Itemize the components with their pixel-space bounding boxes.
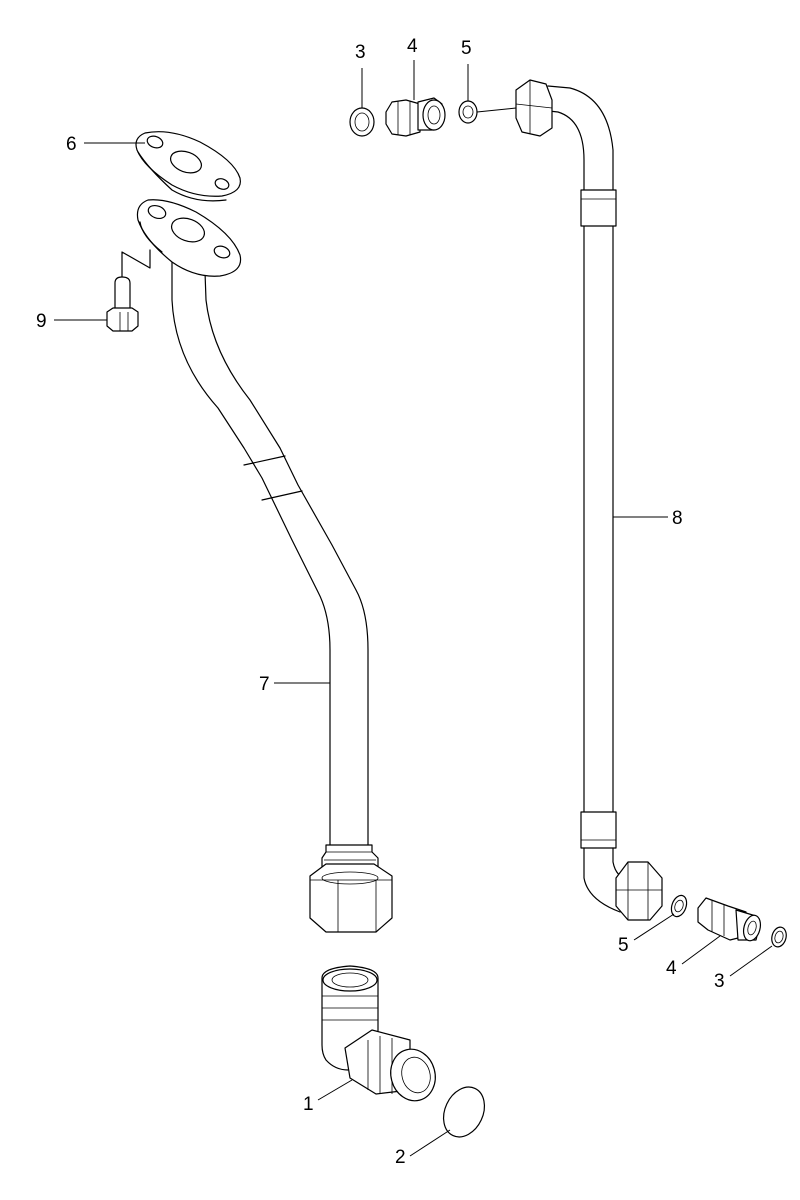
adapter-part-4-top: [385, 97, 446, 137]
callout-8: 8: [672, 508, 683, 529]
callout-3-bottom: 3: [714, 971, 725, 992]
pipe-part-8: [515, 79, 663, 921]
callout-7: 7: [259, 674, 270, 695]
callout-1: 1: [303, 1094, 314, 1115]
pipe-part-7: [136, 199, 393, 933]
callout-labels: 3 4 5 6 9 7 8 1 2 5 4 3: [36, 36, 725, 1168]
washer-part-3-bottom: [771, 926, 787, 948]
gasket-part-6: [135, 131, 241, 202]
callout-6: 6: [66, 134, 77, 155]
callout-5-bottom: 5: [618, 935, 629, 956]
washer-part-3-top: [349, 107, 375, 137]
callout-5-top: 5: [461, 38, 472, 59]
cap-part-2: [442, 1086, 486, 1138]
callout-2: 2: [395, 1147, 406, 1168]
bolt-part-9: [106, 249, 151, 332]
adapter-part-4-bottom: [697, 897, 762, 942]
callout-3-top: 3: [355, 42, 366, 63]
elbow-union-part-1: [321, 965, 436, 1102]
callout-4-top: 4: [407, 36, 418, 57]
callout-9: 9: [36, 311, 47, 332]
callout-4-bottom: 4: [666, 958, 677, 979]
washer-part-5-bottom: [670, 894, 688, 918]
leader-lines: [54, 60, 773, 1157]
washer-part-5-top: [458, 100, 478, 124]
